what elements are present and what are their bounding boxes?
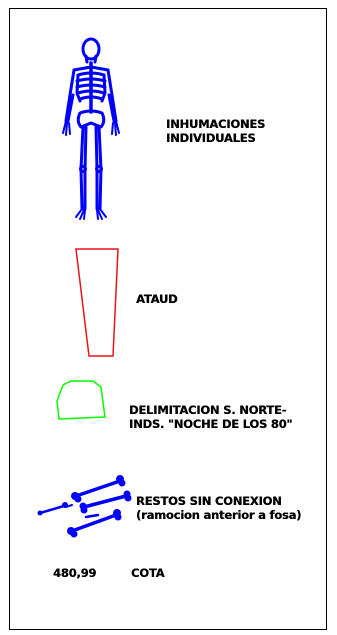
coffin-label: ATAUD	[136, 292, 178, 306]
scattered-bones-icon	[37, 475, 132, 538]
elevation-label: COTA	[131, 566, 165, 580]
burials-label: INHUMACIONES INDIVIDUALES	[166, 117, 266, 145]
loose-remains-label: RESTOS SIN CONEXION (ramocion anterior a…	[136, 494, 302, 522]
legend-panel: INHUMACIONES INDIVIDUALES ATAUD DELIMITA…	[9, 8, 327, 630]
polygon-outline-icon	[56, 380, 106, 420]
elevation-value: 480,99	[53, 566, 97, 580]
coffin-icon	[75, 248, 119, 357]
delimitation-label: DELIMITACION S. NORTE- INDS. "NOCHE DE L…	[129, 403, 293, 431]
skeleton-icon	[62, 37, 120, 220]
